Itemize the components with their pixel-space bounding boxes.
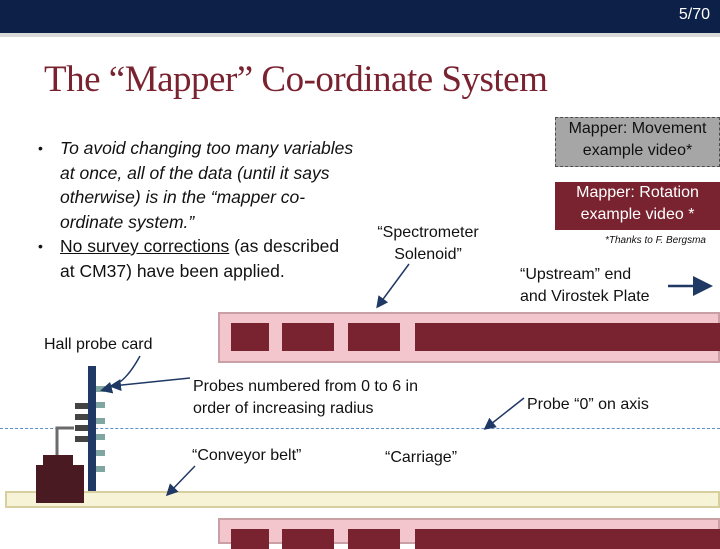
probe-mount — [75, 403, 88, 409]
movement-video-label: Mapper: Movement example video* — [568, 120, 707, 159]
movement-video-link[interactable]: Mapper: Movement example video* — [555, 117, 720, 167]
rotation-video-label: Mapper: Rotation example video * — [576, 184, 699, 223]
probe-sensor — [96, 386, 105, 392]
header-bar: 5/70 — [0, 0, 720, 33]
probe-sensor — [96, 466, 105, 472]
upstream-label: “Upstream” end and Virostek Plate — [520, 266, 650, 305]
spectrometer-label: “Spectrometer Solenoid” — [377, 224, 479, 263]
probe-mount — [75, 414, 88, 420]
probe-mount — [75, 436, 88, 442]
bullet-list: • To avoid changing too many variables a… — [38, 136, 358, 283]
probe0-arrow — [483, 397, 525, 430]
solenoid-upper — [218, 312, 720, 363]
coil-block — [348, 323, 400, 351]
bullet-text: (as described at CM37) have been applied… — [60, 236, 340, 281]
conveyor-label: “Conveyor belt” — [192, 447, 302, 464]
hall-probe-arrow — [100, 355, 141, 394]
hall-probe-card — [88, 366, 96, 491]
coil-block — [282, 323, 334, 351]
beam-axis — [0, 428, 720, 429]
probe0-label: Probe “0” on axis — [527, 396, 649, 413]
slide-title: The “Mapper” Co-ordinate System — [44, 59, 548, 100]
coil-block — [415, 323, 720, 351]
survey-corrections-link[interactable]: No survey corrections — [60, 236, 230, 256]
rotation-video-link[interactable]: Mapper: Rotation example video * — [555, 182, 720, 230]
probes-label: Probes numbered from 0 to 6 in order of … — [193, 378, 419, 417]
probe-sensor — [96, 434, 105, 440]
bullet-item: • No survey corrections (as described at… — [38, 234, 358, 283]
probe-sensor — [96, 402, 105, 408]
carriage-top — [43, 455, 73, 467]
probe-sensor — [96, 418, 105, 424]
carriage-label: “Carriage” — [385, 449, 458, 466]
hall-probe-label: Hall probe card — [44, 336, 153, 353]
bullet-item: • To avoid changing too many variables a… — [38, 136, 358, 234]
probe-arm — [55, 426, 74, 455]
conveyor-arrow — [165, 465, 196, 497]
thanks-note: *Thanks to F. Bergsma — [605, 235, 706, 246]
probe-mount — [75, 425, 88, 431]
spectrometer-arrow — [376, 263, 410, 309]
header-divider — [0, 33, 720, 37]
coil-block — [231, 323, 269, 351]
slide-number: 5/70 — [678, 6, 710, 23]
carriage-block — [36, 465, 84, 503]
probe-sensor — [96, 450, 105, 456]
bullet-dot-icon: • — [38, 140, 43, 156]
bullet-dot-icon: • — [38, 238, 43, 254]
probes-arrow — [109, 377, 191, 392]
bullet-text: To avoid changing too many variables at … — [60, 138, 354, 232]
conveyor-belt — [5, 491, 720, 508]
